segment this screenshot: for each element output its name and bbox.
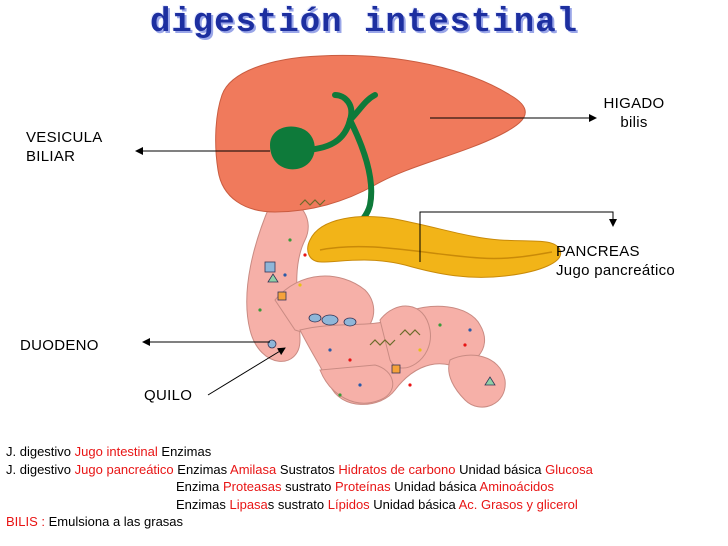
t3f: Aminoácidos: [479, 479, 554, 494]
text-line-3: Enzima Proteasas sustrato Proteínas Unid…: [6, 478, 593, 496]
t4b: Lipasa: [229, 496, 268, 512]
label-vesicula-line1: VESICULA: [26, 129, 103, 146]
pancreas-shape: [307, 216, 562, 278]
label-pancreas-line2: Jugo pancreático: [556, 262, 676, 279]
t1c: Enzimas: [157, 444, 212, 459]
t4a: Enzimas: [176, 496, 230, 512]
t4e: Unidad básica: [369, 496, 459, 512]
label-quilo: QUILO: [144, 387, 193, 404]
intestine-shape: [246, 199, 506, 408]
text-block: J. digestivo Jugo intestinal Enzimas J. …: [6, 443, 593, 531]
text-line-1: J. digestivo Jugo intestinal Enzimas: [6, 443, 593, 461]
t2a: J. digestivo: [6, 461, 75, 477]
label-pancreas: PANCREAS Jugo pancreático: [556, 242, 675, 280]
t3e: Unidad básica: [390, 479, 480, 494]
t1a: J. digestivo: [6, 444, 75, 459]
liver-shape: [215, 54, 526, 213]
t4f: Ac. Grasos y glicerol: [458, 496, 578, 512]
t4d: Lípidos: [327, 496, 370, 512]
label-pancreas-line1: PANCREAS: [556, 243, 640, 260]
t3a: Enzima: [176, 479, 223, 494]
t2d: Amilasa: [230, 461, 277, 477]
label-higado-line2: bilis: [620, 114, 648, 131]
label-vesicula-line2: BILIAR: [26, 148, 76, 165]
pancreatic-duct: [319, 245, 553, 260]
t2g: Unidad básica: [455, 461, 546, 477]
label-vesicula: VESICULA BILIAR: [26, 128, 103, 166]
t1b: Jugo intestinal: [74, 444, 158, 459]
gallbladder-shape: [270, 126, 315, 170]
t4c: s sustrato: [267, 496, 328, 512]
label-duodeno: DUODENO: [20, 337, 99, 354]
t3d: Proteínas: [334, 479, 391, 494]
t2b: Jugo pancreático: [74, 461, 174, 477]
t3c: sustrato: [281, 479, 335, 494]
label-higado-line1: HIGADO: [603, 95, 665, 112]
text-line-4: Enzimas Lipasas sustrato Lípidos Unidad …: [6, 496, 593, 514]
label-higado: HIGADO bilis: [598, 94, 670, 132]
t5a: BILIS :: [6, 514, 49, 529]
pointer-lines: [135, 114, 617, 396]
page-title: digestión intestinal: [149, 4, 579, 42]
t2h: Glucosa: [545, 461, 593, 477]
text-line-5: BILIS : Emulsiona a las grasas: [6, 513, 593, 531]
chyme-particles: [258, 199, 496, 397]
t3b: Proteasas: [222, 479, 282, 494]
t5b: Emulsiona a las grasas: [48, 514, 184, 529]
text-line-2: J. digestivo Jugo pancreático Enzimas Am…: [6, 461, 593, 479]
t2c: Enzimas: [173, 461, 231, 477]
t2e: Sustratos: [276, 461, 339, 477]
t2f: Hidratos de carbono: [338, 461, 456, 477]
